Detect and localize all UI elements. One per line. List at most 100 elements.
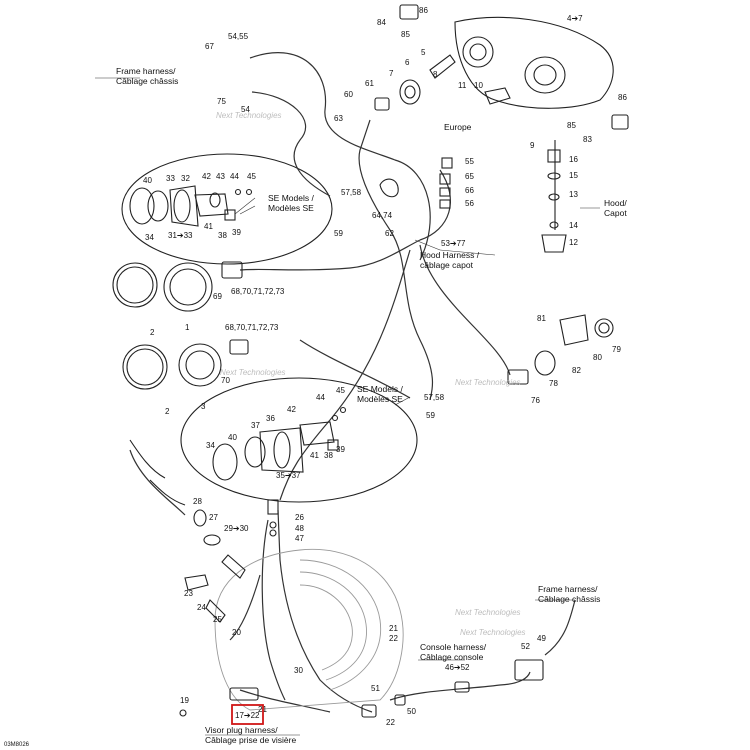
part-label: 39: [336, 445, 345, 454]
highlight-box: [231, 704, 264, 725]
part-label: 21: [389, 624, 398, 633]
console-harness-caption: Câblage console: [420, 652, 484, 662]
visor-harness-caption: Visor plug harness/: [205, 725, 278, 735]
part-label: 30: [294, 666, 303, 675]
part-label: 7: [389, 69, 394, 78]
part-label: 6: [405, 58, 410, 67]
part-label: 56: [465, 199, 474, 208]
part-label: 40: [228, 433, 237, 442]
part-label: 76: [531, 396, 540, 405]
hood-caption: Capot: [604, 208, 627, 218]
part-label: 2: [165, 407, 170, 416]
switch-group: [507, 314, 614, 385]
part-label: 44: [316, 393, 325, 402]
part-label: 42: [287, 405, 296, 414]
part-label: 50: [407, 707, 416, 716]
part-label: 5: [421, 48, 426, 57]
part-label: 9: [530, 141, 535, 150]
part-label: 66: [465, 186, 474, 195]
part-label: 57,58: [424, 393, 445, 402]
part-label: 14: [569, 221, 578, 230]
part-label: 38: [324, 451, 333, 460]
part-label: 22: [389, 634, 398, 643]
se-top-parts: [129, 185, 253, 227]
part-label: 75: [217, 97, 226, 106]
part-label: 16: [569, 155, 578, 164]
se-mid-parts: [212, 406, 347, 481]
part-label: 59: [334, 229, 343, 238]
part-label: 28: [193, 497, 202, 506]
figure-code: 03M8026: [4, 742, 30, 748]
part-label: 33: [166, 174, 175, 183]
europe-caption: Europe: [444, 122, 472, 132]
part-label: 85: [567, 121, 576, 130]
part-label: 45: [247, 172, 256, 181]
se-models-top-caption: Modèles SE: [268, 203, 314, 213]
instrument-gauges: [112, 261, 249, 390]
part-label: 85: [401, 30, 410, 39]
se-models-mid-caption: SE Models /: [357, 384, 403, 394]
part-label: 12: [569, 238, 578, 247]
part-label: 64,74: [372, 211, 393, 220]
part-label: 43: [216, 172, 225, 181]
part-label: 36: [266, 414, 275, 423]
part-label: 41: [310, 451, 319, 460]
hood-harness-caption: Hood Harness /: [420, 250, 480, 260]
leader-lines: [95, 77, 600, 736]
helmet-shell-outline: [214, 548, 404, 711]
part-label: 53➔77: [441, 239, 466, 248]
part-label: 51: [371, 684, 380, 693]
se-models-top-group: [121, 153, 333, 265]
lamp-socket-parts: [374, 54, 511, 111]
part-label: 70: [221, 376, 230, 385]
part-label: 34: [145, 233, 154, 242]
part-label: 83: [583, 135, 592, 144]
part-label: 37: [251, 421, 260, 430]
part-label: 4➔7: [567, 14, 583, 23]
part-label: 41: [204, 222, 213, 231]
part-label: 44: [230, 172, 239, 181]
part-label: 23: [184, 589, 193, 598]
watermark: Next Technologies: [220, 368, 286, 377]
lower-left-parts: [129, 439, 279, 623]
part-label: 19: [180, 696, 189, 705]
part-label: 2: [150, 328, 155, 337]
part-label: 40: [143, 176, 152, 185]
watermark: Next Technologies: [455, 378, 521, 387]
harness-wires: [129, 52, 576, 713]
part-label: 29➔30: [224, 524, 249, 533]
part-label: 68,70,71,72,73: [225, 323, 279, 332]
visor-harness-caption: Câblage prise de visière: [205, 735, 296, 745]
watermark: Next Technologies: [455, 608, 521, 617]
part-label: 57,58: [341, 188, 362, 197]
part-label: 68,70,71,72,73: [231, 287, 285, 296]
part-label: 27: [209, 513, 218, 522]
watermark: Next Technologies: [460, 628, 526, 637]
part-label: 15: [569, 171, 578, 180]
part-label: 60: [344, 90, 353, 99]
part-label: 63: [334, 114, 343, 123]
console-harness-caption: Console harness/: [420, 642, 487, 652]
part-label: 35➔37: [276, 471, 301, 480]
part-label: 10: [474, 81, 483, 90]
part-label: 86: [618, 93, 627, 102]
part-label: 42: [202, 172, 211, 181]
part-label: 52: [521, 642, 530, 651]
part-label: 79: [612, 345, 621, 354]
part-label: 59: [426, 411, 435, 420]
part-label: 20: [232, 628, 241, 637]
part-label: 54,55: [228, 32, 249, 41]
part-label: 48: [295, 524, 304, 533]
se-models-top-caption: SE Models /: [268, 193, 314, 203]
frame-harness-top-caption: Frame harness/: [116, 66, 176, 76]
part-label: 65: [465, 172, 474, 181]
frame-harness-bottom-caption: Câblage châssis: [538, 594, 600, 604]
part-label: 84: [377, 18, 386, 27]
se-models-mid-group: [180, 377, 418, 503]
part-label: 31➔33: [168, 231, 193, 240]
part-label-highlighted: 17➔22: [235, 711, 260, 720]
part-label: 39: [232, 228, 241, 237]
frame-harness-bottom-caption: Frame harness/: [538, 584, 598, 594]
headlamp-assembly: [399, 4, 629, 130]
